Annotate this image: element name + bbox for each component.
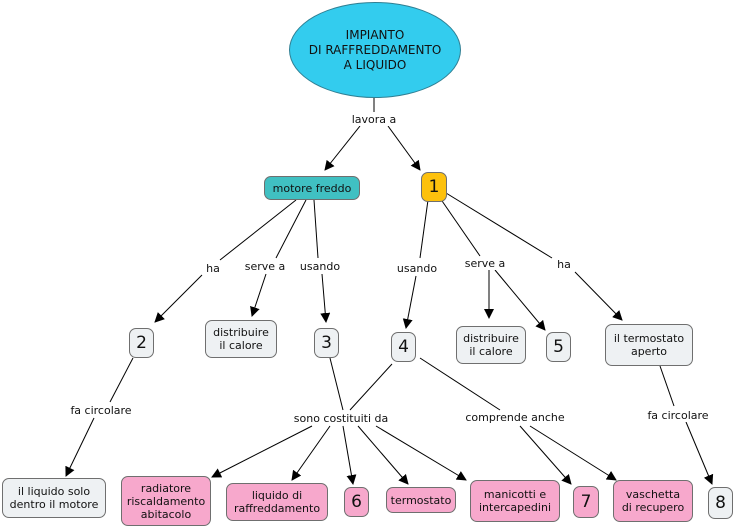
node-7[interactable]: 7 <box>573 486 599 518</box>
link-ha-left: ha <box>204 262 222 275</box>
edge-usando-3 <box>320 273 331 323</box>
edge-fa-8 <box>685 421 714 485</box>
link-fa-circolare-right: fa circolare <box>645 409 711 422</box>
edge-1-ha <box>445 192 553 259</box>
link-ha-right: ha <box>555 258 573 271</box>
link-usando-right: usando <box>394 262 440 275</box>
edge-sono-radiatore <box>211 425 313 478</box>
edge-termostato-fa <box>659 365 675 407</box>
edge-sono-liquido <box>291 425 331 481</box>
edge-4-sono <box>349 363 393 411</box>
edge-motore-ha <box>219 199 297 261</box>
node-3[interactable]: 3 <box>314 328 339 358</box>
node-manicotti[interactable]: manicotti e intercapedini <box>470 480 560 522</box>
link-lavora-a: lavora a <box>349 113 399 126</box>
edge-serve-5 <box>494 269 546 331</box>
node-6[interactable]: 6 <box>344 487 369 517</box>
node-motore-freddo[interactable]: motore freddo <box>264 176 360 200</box>
node-liquido-solo[interactable]: il liquido solo dentro il motore <box>2 478 106 518</box>
node-termostato-aperto[interactable]: il termostato aperto <box>605 324 693 366</box>
edge-lavora-1 <box>387 125 421 171</box>
link-serve-a-right: serve a <box>462 257 508 270</box>
node-distribuire-left[interactable]: distribuire il calore <box>205 320 277 358</box>
edge-ha-termostato <box>574 271 623 321</box>
edge-3-sono <box>329 357 344 411</box>
edge-ha-2 <box>154 274 203 323</box>
edge-sono-termostato <box>357 425 409 485</box>
edge-serve-distribuire <box>250 273 267 317</box>
link-fa-circolare-left: fa circolare <box>68 404 134 417</box>
node-8[interactable]: 8 <box>708 487 733 519</box>
edge-usando-4 <box>402 275 417 329</box>
node-liquido-raffreddamento[interactable]: liquido di raffreddamento <box>226 483 328 521</box>
edge-fa-liquido <box>65 417 95 477</box>
node-1[interactable]: 1 <box>421 172 447 202</box>
link-comprende-anche: comprende anche <box>463 411 567 424</box>
edge-comprende-vaschetta <box>529 425 617 481</box>
root-node[interactable]: IMPIANTO DI RAFFREDDAMENTO A LIQUIDO <box>289 2 461 98</box>
edge-sono-6 <box>342 425 357 485</box>
edge-motore-usando <box>313 199 319 259</box>
edge-1-serve <box>439 197 481 257</box>
edge-comprende-7 <box>519 425 572 485</box>
edge-motore-serve <box>275 199 307 259</box>
link-serve-a-left: serve a <box>242 260 288 273</box>
edge-lavora-motore <box>324 125 361 171</box>
edge-2-fa <box>109 357 134 403</box>
node-5[interactable]: 5 <box>546 332 571 362</box>
link-usando-left: usando <box>297 260 343 273</box>
node-4[interactable]: 4 <box>391 332 416 362</box>
node-radiatore[interactable]: radiatore riscaldamento abitacolo <box>121 476 211 526</box>
node-vaschetta[interactable]: vaschetta di recupero <box>613 480 693 522</box>
node-2[interactable]: 2 <box>129 328 154 358</box>
node-distribuire-right[interactable]: distribuire il calore <box>456 326 526 364</box>
edge-sono-manicotti <box>375 425 467 481</box>
edge-1-usando <box>419 199 429 259</box>
link-sono-costituiti-da: sono costituiti da <box>291 412 391 425</box>
node-termostato[interactable]: termostato <box>386 487 456 513</box>
edge-4-comprende <box>419 357 501 411</box>
